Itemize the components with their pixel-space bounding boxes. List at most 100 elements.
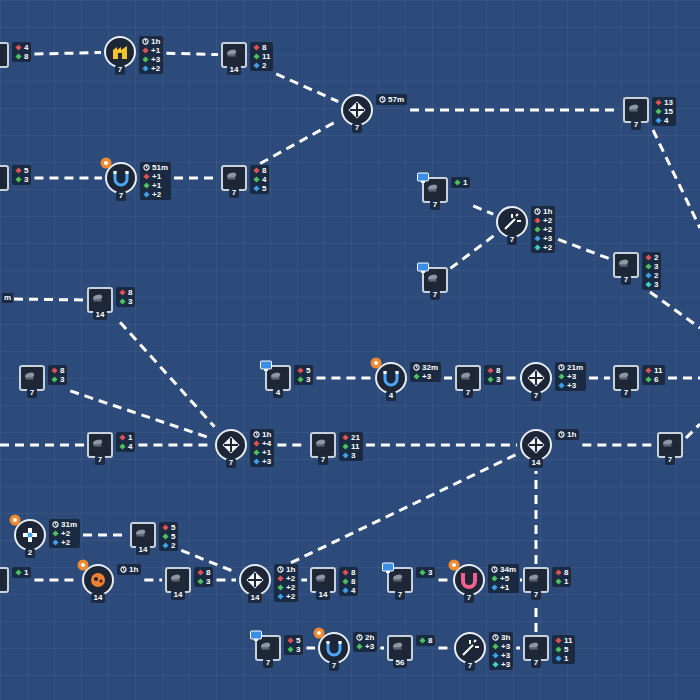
machine-node: 71h+2+2+3+2 — [496, 206, 555, 253]
stat-value: 1 — [564, 654, 568, 663]
stat-row: 32m — [413, 363, 438, 372]
icon-column: 7 — [387, 567, 413, 600]
stat-row: 3 — [15, 175, 28, 184]
conveyor-line — [306, 647, 315, 650]
machine-icon — [14, 519, 46, 551]
icon-column — [0, 567, 9, 593]
conveyor-line — [216, 579, 236, 582]
stat-value: +2 — [286, 592, 295, 601]
icon-glyph — [0, 44, 7, 66]
machine-icon — [239, 564, 271, 596]
conveyor-line — [582, 444, 654, 447]
icon-glyph — [89, 289, 111, 311]
stat-icon — [119, 443, 126, 450]
stat-value: +3 — [365, 642, 374, 651]
icon-column: 7 — [657, 432, 683, 465]
icon-column: 7 — [613, 252, 639, 285]
icon-column: 7 — [87, 432, 113, 465]
stat-icon — [52, 521, 59, 528]
stats-panel: 1 — [451, 177, 470, 188]
conveyor-line — [34, 52, 101, 54]
offscreen-conveyors — [0, 130, 700, 445]
icon-glyph — [106, 38, 134, 66]
icon-glyph — [107, 164, 135, 192]
stat-icon — [253, 440, 260, 447]
stat-row: 1 — [454, 178, 467, 187]
icon-glyph — [615, 367, 637, 389]
count-tab: 7 — [95, 455, 105, 465]
stat-icon — [645, 281, 652, 288]
stat-row: 2 — [645, 271, 658, 280]
stat-row: 11 — [645, 366, 662, 375]
screen-badge — [382, 562, 394, 574]
count-tab: 14 — [227, 65, 242, 75]
stat-row: +3 — [492, 642, 510, 651]
stat-row: 4 — [15, 43, 28, 52]
item-node: 568 — [387, 635, 435, 668]
conveyor-line — [506, 377, 517, 380]
machine-icon — [375, 362, 407, 394]
stat-icon — [143, 173, 150, 180]
stat-value: 3 — [654, 262, 658, 271]
icon-column: 14 — [82, 564, 114, 603]
stat-icon — [419, 637, 426, 644]
conveyor-line — [444, 377, 452, 380]
stat-row: 51m — [143, 163, 168, 172]
stat-row: 1h — [142, 37, 160, 46]
stat-row: 1 — [119, 433, 132, 442]
stat-icon — [379, 96, 386, 103]
count-tab: 7 — [665, 455, 675, 465]
stat-row: 15 — [655, 107, 673, 116]
stat-icon — [487, 376, 494, 383]
stat-value: 4 — [262, 175, 266, 184]
item-node: 73 — [387, 567, 435, 600]
stat-icon — [492, 643, 499, 650]
stat-value: 1 — [564, 577, 568, 586]
stat-icon — [162, 524, 169, 531]
stats-panel: 14 — [116, 432, 135, 452]
icon-column: 7 — [422, 177, 448, 210]
stat-value: 1h — [543, 207, 552, 216]
stat-icon — [342, 578, 349, 585]
icon-column: 7 — [255, 635, 281, 668]
stat-row: 8 — [253, 166, 266, 175]
machine-node: 73h+3+3+3 — [454, 632, 513, 671]
stat-icon — [558, 364, 565, 371]
stat-row: 1h — [534, 207, 552, 216]
stat-icon — [534, 217, 541, 224]
stat-value: 3 — [428, 568, 432, 577]
stat-row: 2 — [253, 61, 270, 70]
item-node: 1 — [0, 567, 31, 593]
icon-column: 7 — [104, 36, 136, 75]
stat-value: 31m — [61, 520, 77, 529]
conveyor-line — [34, 579, 79, 582]
machine-node: 231m+2+2 — [14, 519, 80, 558]
conveyor-line — [535, 603, 538, 632]
conveyor-line — [520, 579, 522, 582]
stat-value: 21 — [351, 433, 360, 442]
stat-value: 8 — [60, 366, 64, 375]
icon-glyph — [615, 254, 637, 276]
count-tab: 7 — [465, 661, 475, 671]
item-node: 48 — [0, 42, 31, 68]
stat-row: +3 — [492, 660, 510, 669]
stat-icon — [197, 578, 204, 585]
stat-icon — [655, 117, 662, 124]
stat-row: 2 — [162, 541, 175, 550]
stat-value: +3 — [501, 651, 510, 660]
conveyor-line — [589, 377, 610, 380]
icon-column: 7 — [523, 635, 549, 668]
stat-row: +3 — [413, 372, 438, 381]
item-node: 148112 — [221, 42, 273, 75]
icon-glyph — [21, 367, 43, 389]
stat-value: 5 — [564, 645, 568, 654]
stat-row: 4 — [342, 586, 355, 595]
icon-column: 14 — [239, 564, 271, 603]
count-tab: 7 — [531, 391, 541, 401]
stat-row: +3 — [492, 651, 510, 660]
stats-panel: 884 — [339, 567, 358, 596]
icon-column: 7 — [422, 267, 448, 300]
stat-value: +3 — [567, 372, 576, 381]
stat-icon — [534, 235, 541, 242]
icon-glyph — [320, 634, 348, 662]
